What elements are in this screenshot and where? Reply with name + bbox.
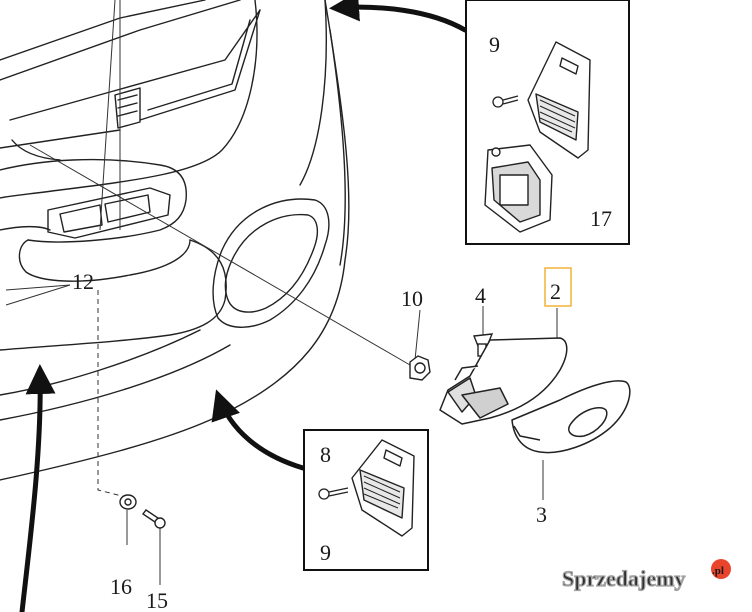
callout-15: 15: [146, 588, 168, 612]
callout-8: 8: [320, 442, 331, 467]
handle-lever-part-3: [511, 380, 631, 454]
inset-box-top: [465, 0, 630, 245]
door-panel: [0, 0, 350, 481]
watermark: Sprzedajemy .pl: [561, 559, 731, 592]
callout-9-top: 9: [489, 32, 500, 57]
screw-part-15: [141, 509, 166, 529]
inset-box-bottom: [303, 429, 429, 571]
callout-16: 16: [110, 574, 132, 599]
callout-labels: 9 17 12 10 4 2 8 9 3 16 15: [72, 32, 612, 612]
callout-2: 2: [550, 279, 561, 304]
screw-9-top: [492, 95, 519, 108]
callout-2-highlight: [544, 267, 572, 307]
washer-part-16: [119, 494, 137, 510]
callout-3: 3: [536, 502, 547, 527]
callout-17: 17: [590, 206, 612, 231]
bracket-part-8: [351, 439, 415, 537]
direction-arrows: [19, 0, 468, 612]
watermark-badge: [711, 559, 731, 579]
callout-10: 10: [401, 286, 423, 311]
screw-9-bottom: [318, 487, 349, 500]
callout-9-bottom: 9: [320, 540, 331, 565]
callout-4: 4: [475, 283, 486, 308]
connector-part-17: [484, 144, 553, 233]
watermark-suffix: .pl: [712, 565, 724, 577]
clip-part-10: [409, 355, 431, 381]
callout-12: 12: [72, 269, 94, 294]
bracket-part-top: [527, 41, 591, 159]
watermark-text: Sprzedajemy: [562, 566, 685, 591]
handle-housing-part-2: [439, 337, 568, 425]
